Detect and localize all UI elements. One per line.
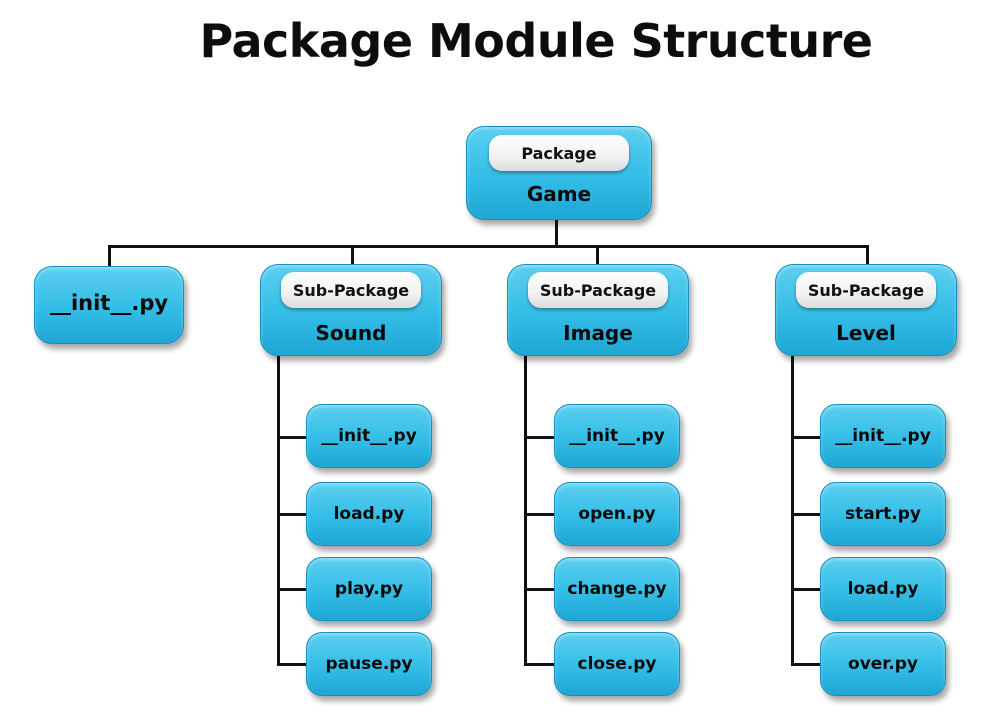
module-file: load.py (306, 482, 432, 546)
module-file: open.py (554, 482, 680, 546)
image-tick (524, 436, 554, 439)
level-tick (791, 588, 821, 591)
module-file: close.py (554, 632, 680, 696)
subpackage-name: Level (836, 321, 896, 345)
sound-tick (277, 513, 307, 516)
module-file: play.py (306, 557, 432, 621)
level-tick (791, 513, 821, 516)
module-file: load.py (820, 557, 946, 621)
sound-tick (277, 588, 307, 591)
drop-level (866, 245, 869, 267)
level-spine (791, 356, 794, 666)
package-node-game: Package Game (466, 126, 652, 220)
diagram-title: Package Module Structure (199, 14, 873, 68)
module-file: pause.py (306, 632, 432, 696)
sound-spine (277, 356, 280, 666)
image-tick (524, 513, 554, 516)
module-file: __init__.py (554, 404, 680, 468)
subpackage-node-level: Sub-Package Level (775, 264, 957, 356)
module-file: start.py (820, 482, 946, 546)
package-name: Game (526, 182, 592, 206)
subpackage-node-image: Sub-Package Image (507, 264, 689, 356)
subpackage-tag: Sub-Package (796, 272, 936, 308)
sound-tick (277, 663, 307, 666)
image-spine (524, 356, 527, 666)
level-tick (791, 663, 821, 666)
subpackage-tag: Sub-Package (528, 272, 668, 308)
sound-tick (277, 436, 307, 439)
drop-init (108, 245, 111, 267)
level-tick (791, 436, 821, 439)
drop-sound (351, 245, 354, 267)
module-file: over.py (820, 632, 946, 696)
root-stem (555, 216, 558, 247)
drop-image (596, 245, 599, 267)
image-tick (524, 588, 554, 591)
root-init-node: __init__.py (34, 266, 184, 344)
subpackage-node-sound: Sub-Package Sound (260, 264, 442, 356)
package-tag: Package (489, 135, 629, 171)
subpackage-name: Image (563, 321, 633, 345)
top-bus (108, 245, 869, 248)
subpackage-name: Sound (315, 321, 387, 345)
module-file: __init__.py (820, 404, 946, 468)
root-init-label: __init__.py (49, 291, 169, 315)
image-tick (524, 663, 554, 666)
module-file: __init__.py (306, 404, 432, 468)
module-file: change.py (554, 557, 680, 621)
subpackage-tag: Sub-Package (281, 272, 421, 308)
